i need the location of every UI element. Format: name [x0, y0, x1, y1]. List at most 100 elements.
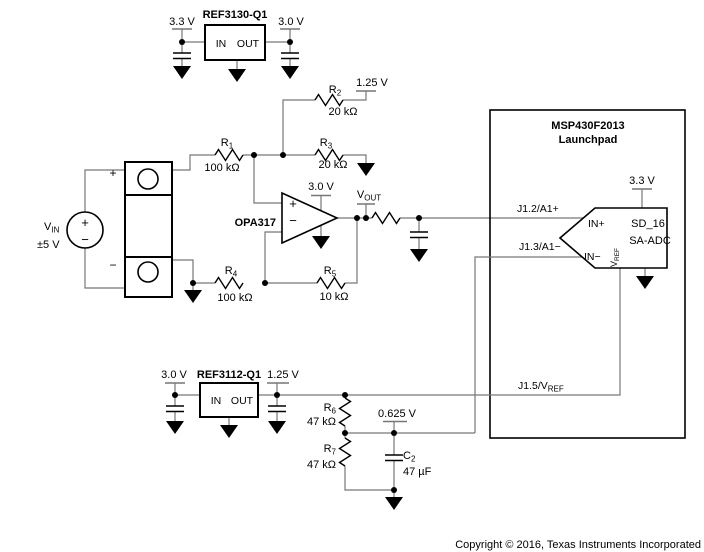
junction-dot	[280, 152, 286, 158]
opamp-symbol	[281, 191, 339, 245]
ground-icon	[228, 69, 246, 82]
pin-j15-label: J1.5/VREF	[518, 380, 564, 394]
rail-0v625-label: 0.625 V	[378, 408, 417, 420]
junction-dot	[190, 280, 196, 286]
adc-symbol	[558, 207, 668, 269]
rail-3v0-label: 3.0 V	[278, 16, 304, 28]
terminal-minus-label: −	[109, 258, 116, 272]
copyright-notice: Copyright © 2016, Texas Instruments Inco…	[455, 539, 701, 551]
vout-label: VOUT	[357, 189, 381, 203]
junction-dot	[179, 39, 185, 45]
ref3112-box	[199, 382, 259, 418]
resistor-r7-symbol	[338, 437, 352, 467]
terminal-block-dividers	[125, 194, 172, 258]
resistor-r1-ref: R1	[221, 137, 234, 151]
junction-dot	[354, 215, 360, 221]
mcu-title-line2: Launchpad	[559, 134, 618, 146]
resistor-r6-ref: R6	[324, 402, 337, 416]
ground-icon	[636, 276, 654, 289]
wires	[174, 383, 278, 425]
junction-dot	[342, 430, 348, 436]
adc-in-minus-label: IN−	[584, 251, 601, 263]
vin-value: ±5 V	[37, 239, 60, 251]
opamp-inverting-input: −	[289, 213, 297, 228]
ground-icon	[385, 497, 403, 510]
junction-dot	[342, 392, 348, 398]
resistor-r2-ref: R2	[329, 84, 342, 98]
ref3130-pin-in: IN	[216, 38, 227, 50]
wires	[258, 189, 646, 433]
ground-icon	[220, 425, 238, 438]
ground-icon	[357, 163, 375, 176]
power-flag-bars	[311, 90, 376, 205]
junction-dot	[391, 487, 397, 493]
mcu-supply-label: 3.3 V	[629, 175, 655, 187]
resistor-r1-symbol	[214, 148, 244, 162]
bypass-capacitor-symbol	[280, 52, 300, 60]
resistor-r7-ref: R7	[324, 443, 337, 457]
junction-dot	[416, 215, 422, 221]
amplifier-stage: + − OPA317 3.0 V 1.25 V VOUT R1 100 kΩ R…	[204, 77, 583, 304]
opamp-supply-label: 3.0 V	[308, 181, 334, 193]
opamp-name: OPA317	[235, 217, 276, 229]
ground-icon	[268, 421, 286, 434]
resistor-r4-value: 100 kΩ	[217, 292, 252, 304]
junction-dot	[363, 215, 369, 221]
rail-1v25-out-label: 1.25 V	[267, 369, 299, 381]
ref3112-pin-in: IN	[211, 395, 222, 407]
ground-icon	[184, 290, 202, 303]
terminal-block	[124, 161, 173, 298]
input-source: + − VIN ±5 V + −	[37, 154, 215, 303]
ref3112-pin-out: OUT	[231, 395, 254, 407]
resistor-r4-ref: R4	[225, 265, 238, 279]
ref3130-box	[204, 24, 266, 61]
wires	[84, 154, 215, 290]
junction-dot	[262, 280, 268, 286]
source-plus-sign: +	[81, 215, 89, 230]
ground-icon	[173, 66, 191, 79]
junction-dot	[251, 152, 257, 158]
adc-name-line2: SA-ADC	[629, 235, 671, 247]
resistor-r7-value: 47 kΩ	[307, 459, 336, 471]
filter-capacitor-symbol	[409, 231, 429, 239]
vref-divider: R6 47 kΩ R7 47 kΩ 0.625 V C2 47 µF	[307, 392, 475, 510]
capacitor-c2-symbol	[384, 454, 404, 462]
junction-dot	[391, 430, 397, 436]
pin-j13-label: J1.3/A1−	[519, 241, 561, 253]
vin-label: VIN	[44, 221, 60, 235]
wires	[243, 91, 583, 284]
terminal-minus-hole	[137, 261, 159, 283]
bypass-capacitor-symbol	[267, 405, 287, 413]
resistor-r2-value: 20 kΩ	[328, 106, 357, 118]
ref3130-circuit: REF3130-Q1 IN OUT 3.3 V 3.0 V	[169, 9, 305, 82]
resistor-r6-value: 47 kΩ	[307, 416, 336, 428]
rail-1v25-label: 1.25 V	[356, 77, 388, 89]
junction-dot	[274, 392, 280, 398]
ref3130-name: REF3130-Q1	[203, 9, 268, 21]
bypass-capacitor-symbol	[172, 52, 192, 60]
ref3130-pin-out: OUT	[237, 38, 260, 50]
resistor-r3-value: 20 kΩ	[318, 159, 347, 171]
ground-icon	[166, 421, 184, 434]
adc-vref-label: VREF	[609, 248, 621, 267]
bypass-capacitor-symbol	[165, 405, 185, 413]
rail-3v3-label: 3.3 V	[169, 16, 195, 28]
capacitor-c2-ref: C2	[403, 450, 416, 464]
ground-icon	[312, 236, 330, 249]
resistor-r1-value: 100 kΩ	[204, 162, 239, 174]
pin-j12-label: J1.2/A1+	[517, 203, 559, 215]
resistor-r4-symbol	[214, 276, 244, 290]
mcu-block: MSP430F2013 Launchpad 3.3 V J1.2/A1+ J1.…	[258, 109, 686, 439]
resistor-r5-symbol	[316, 276, 346, 290]
capacitor-c2-value: 47 µF	[403, 466, 432, 478]
adc-name-line1: SD_16	[631, 218, 665, 230]
resistor-r5-ref: R5	[324, 265, 337, 279]
source-minus-sign: −	[81, 232, 89, 247]
adc-in-plus-label: IN+	[588, 218, 605, 230]
resistor-r3-ref: R3	[320, 137, 333, 151]
resistor-r5-value: 10 kΩ	[319, 291, 348, 303]
mcu-title-line1: MSP430F2013	[551, 120, 624, 132]
junction-dot	[287, 39, 293, 45]
